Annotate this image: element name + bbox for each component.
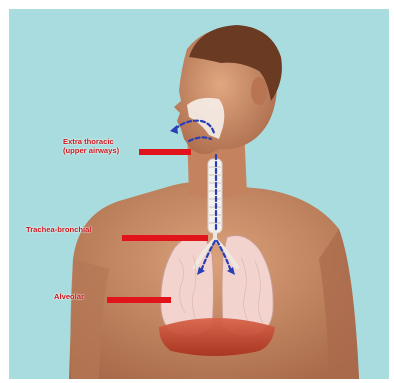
pointer-alveolar (107, 297, 171, 303)
label-alveolar: Alveolar (54, 292, 84, 301)
label-extra-thoracic: Extra thoracic (upper airways) (63, 137, 119, 155)
diaphragm (159, 318, 275, 356)
pointer-trachea-bronchial (122, 235, 208, 241)
ear (251, 77, 267, 105)
label-extra-thoracic-line2: (upper airways) (63, 146, 119, 155)
anatomy-illustration (9, 9, 389, 379)
respiratory-diagram (9, 9, 389, 379)
label-extra-thoracic-line1: Extra thoracic (63, 137, 119, 146)
pointer-upper-airways (139, 149, 191, 155)
label-trachea-bronchial: Trachea-bronchial (26, 225, 91, 234)
